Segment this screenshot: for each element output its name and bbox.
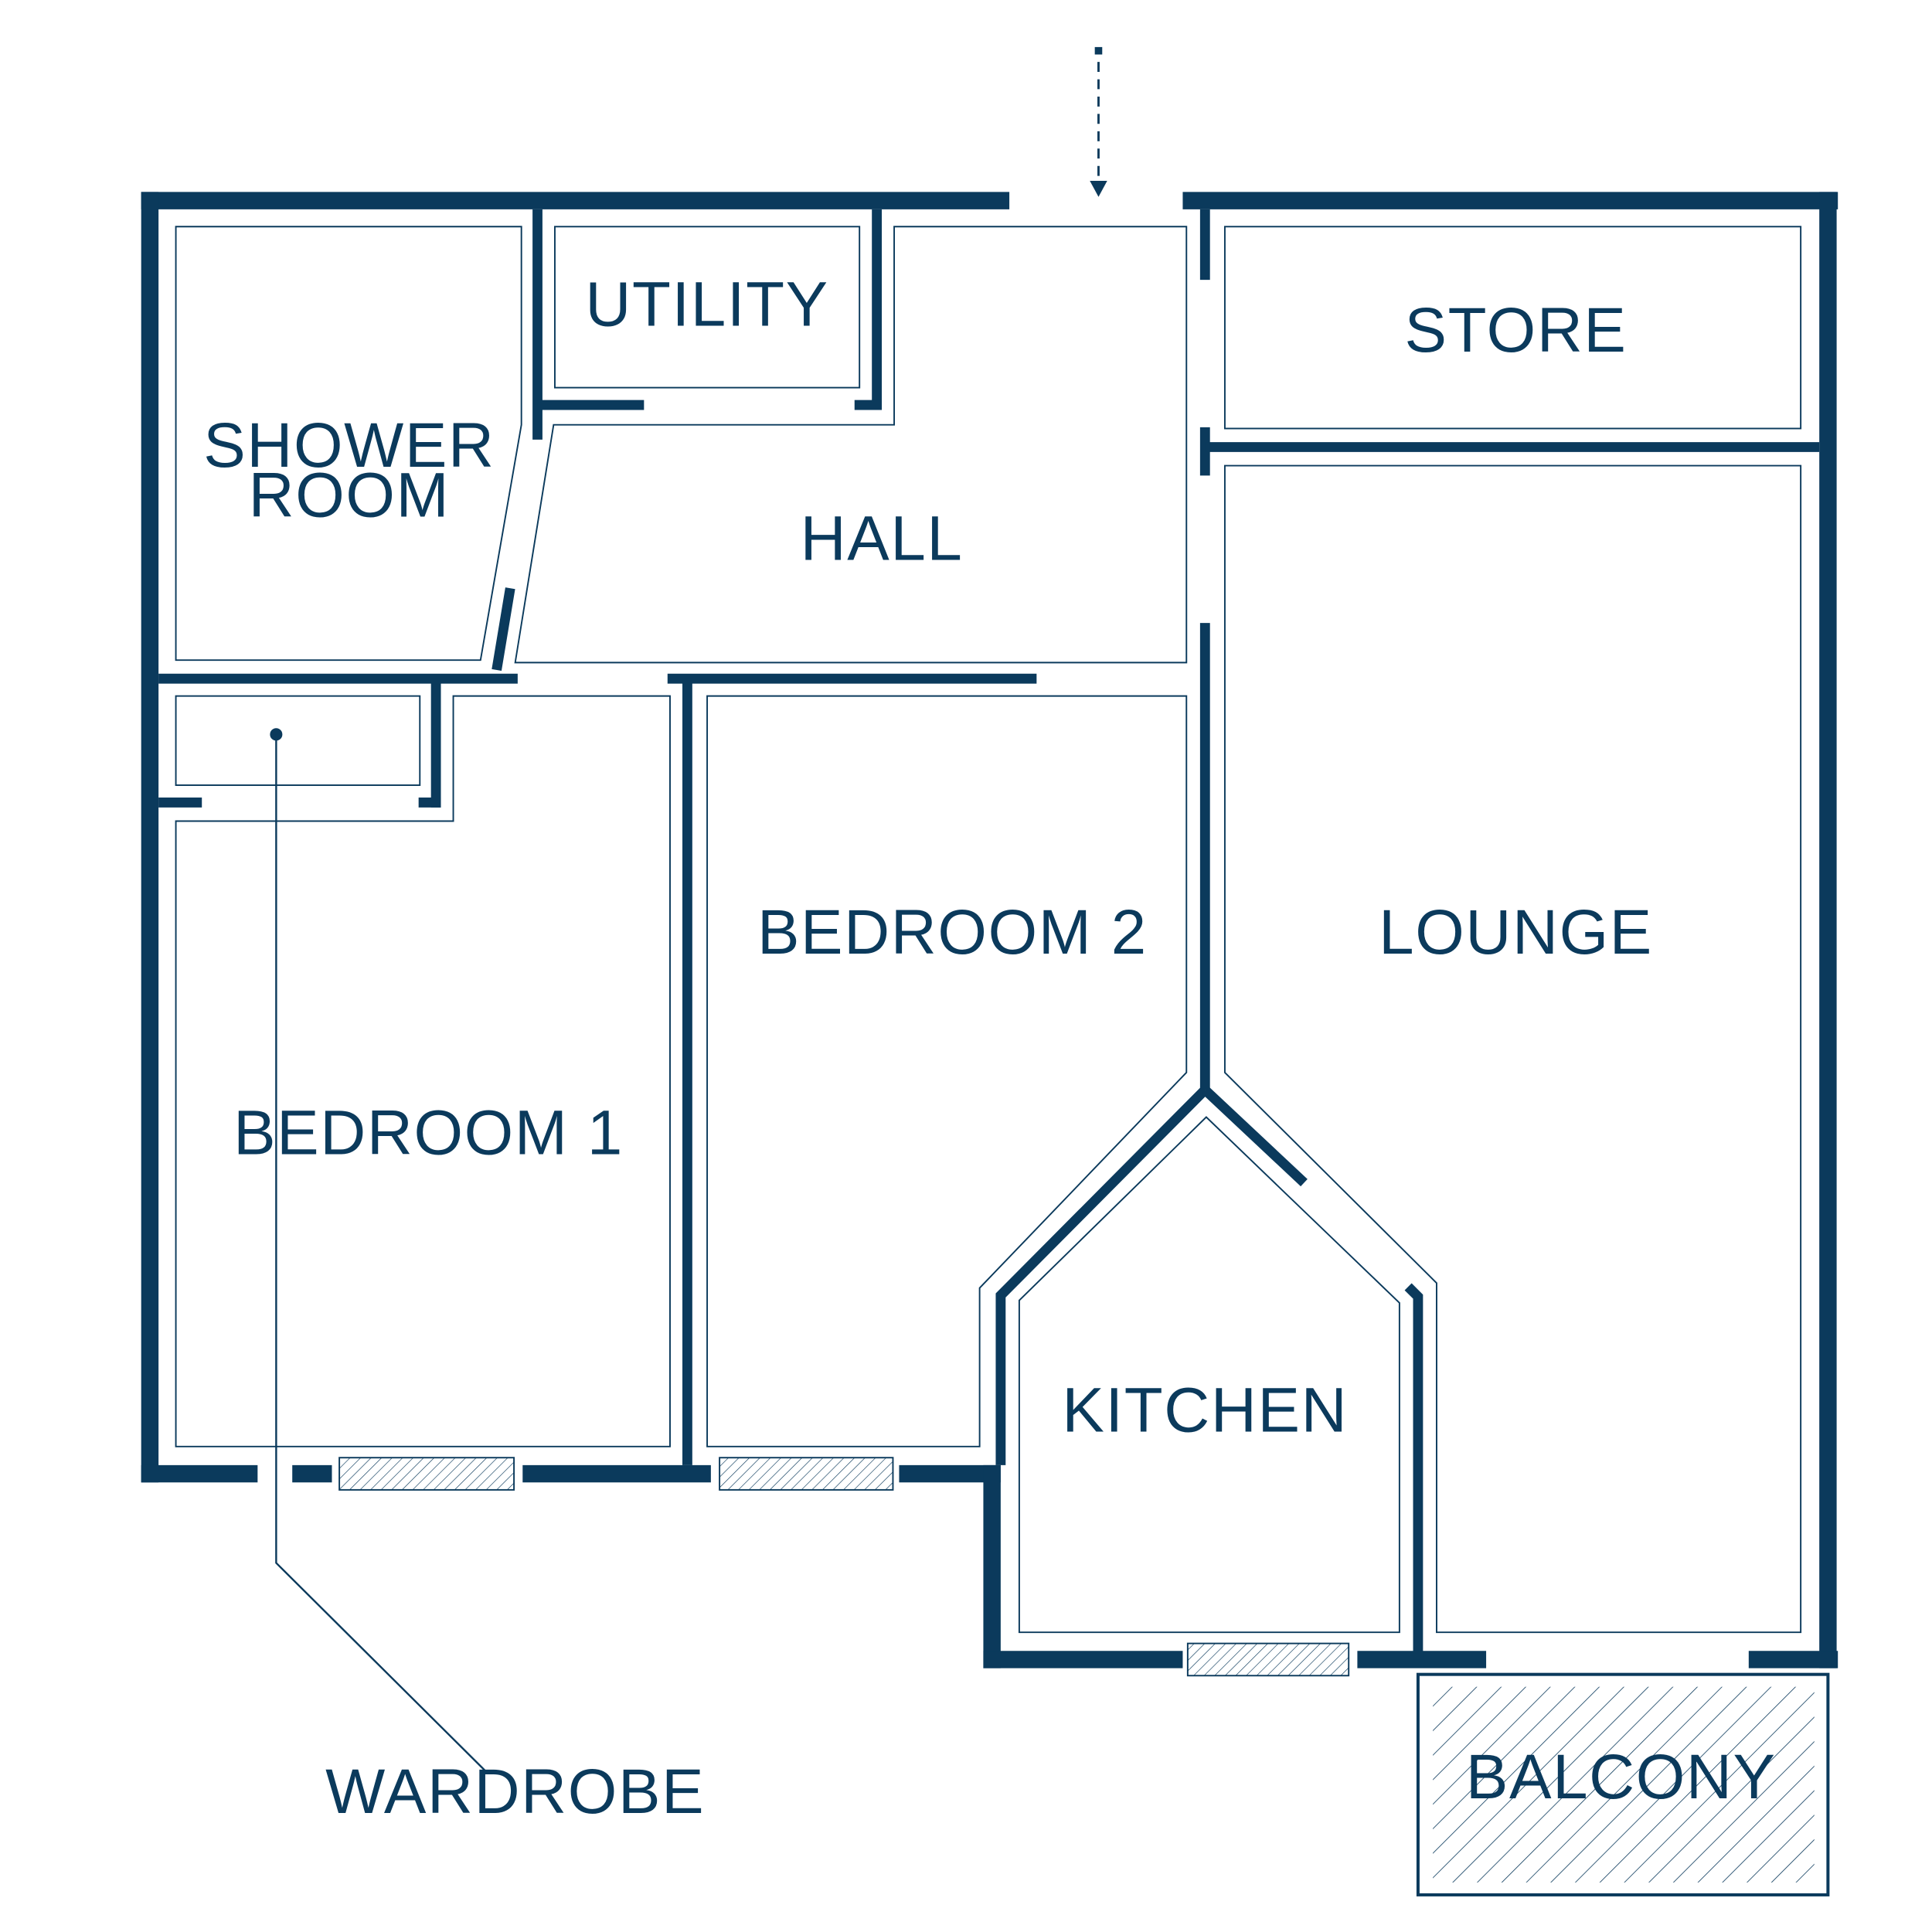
bedroom2-window bbox=[719, 1457, 894, 1491]
kitchen-left-diagonal-wall bbox=[995, 1086, 1209, 1465]
windows bbox=[338, 1457, 1350, 1677]
wardrobe-outline bbox=[175, 695, 421, 786]
shower-room-label-line2: ROOM bbox=[249, 460, 451, 530]
wardrobe-label: WARDROBE bbox=[325, 1757, 705, 1827]
bedroom1-window bbox=[338, 1457, 515, 1491]
walls bbox=[141, 192, 1838, 1668]
store-outline bbox=[1223, 226, 1802, 430]
wardrobe-leader-line bbox=[275, 734, 487, 1772]
lounge-outline bbox=[1223, 464, 1802, 1634]
room-labels: SHOWER ROOM UTILITY HALL STORE LOUNGE BE… bbox=[203, 269, 1777, 1827]
room-outlines bbox=[175, 226, 1830, 1896]
bedroom1-outline bbox=[175, 695, 671, 1447]
balcony-label: BALCONY bbox=[1466, 1742, 1777, 1812]
hall-outline bbox=[514, 226, 1188, 664]
lounge-label: LOUNGE bbox=[1379, 897, 1653, 968]
store-label: STORE bbox=[1405, 295, 1628, 366]
hall-label: HALL bbox=[801, 503, 964, 573]
kitchen-right-wall bbox=[1404, 1283, 1423, 1660]
wardrobe-callout bbox=[270, 728, 487, 1772]
shower-room-outline bbox=[175, 226, 522, 662]
entrance-arrow-icon bbox=[1090, 46, 1107, 197]
shower-door-jamb bbox=[492, 587, 515, 672]
kitchen-window bbox=[1186, 1642, 1350, 1677]
utility-label: UTILITY bbox=[585, 269, 828, 339]
kitchen-outline bbox=[1018, 1116, 1400, 1634]
bedroom2-label: BEDROOM 2 bbox=[757, 897, 1148, 968]
shower-room-label-line1: SHOWER bbox=[203, 410, 495, 481]
bedroom1-label: BEDROOM 1 bbox=[233, 1098, 624, 1168]
balcony-outline bbox=[1416, 1672, 1830, 1896]
bedroom2-outline bbox=[706, 695, 1188, 1447]
kitchen-label: KITCHEN bbox=[1062, 1376, 1348, 1446]
balcony-hatching bbox=[1433, 1686, 1815, 1883]
utility-outline bbox=[553, 226, 861, 389]
kitchen-right-diagonal-wall bbox=[1201, 1086, 1308, 1187]
